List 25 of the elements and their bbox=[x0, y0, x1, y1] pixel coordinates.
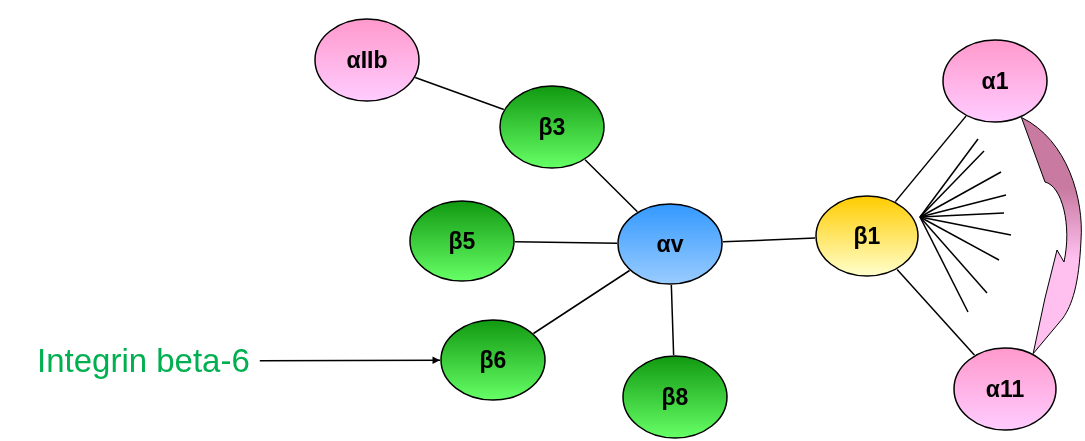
connector-line bbox=[514, 241, 618, 244]
connector-line bbox=[584, 159, 639, 213]
subunit-label: α1 bbox=[981, 67, 1009, 95]
connector-line bbox=[532, 269, 631, 335]
subunit-label: β5 bbox=[448, 227, 476, 255]
connector-line bbox=[919, 171, 1002, 218]
subunit-label: β8 bbox=[661, 383, 689, 411]
connector-line bbox=[919, 216, 1012, 236]
connector-line bbox=[919, 216, 1000, 261]
subunit-label: αv bbox=[656, 230, 684, 258]
arrow bbox=[259, 356, 441, 364]
subunit-label: β6 bbox=[479, 346, 507, 374]
connector-line bbox=[919, 216, 988, 294]
subunit-label: β1 bbox=[853, 222, 881, 250]
subunit-label: αIIb bbox=[346, 46, 388, 74]
subunit-label: α11 bbox=[985, 375, 1025, 403]
connector-line bbox=[919, 216, 969, 313]
connector-line bbox=[919, 150, 985, 218]
connector-line bbox=[896, 268, 976, 356]
connector-line bbox=[894, 115, 967, 203]
connector-line bbox=[722, 237, 816, 243]
protein-label: Integrin beta-6 bbox=[37, 342, 250, 380]
subunit-label: β3 bbox=[538, 113, 566, 141]
connector-line bbox=[670, 284, 675, 356]
connector-line bbox=[414, 76, 505, 111]
